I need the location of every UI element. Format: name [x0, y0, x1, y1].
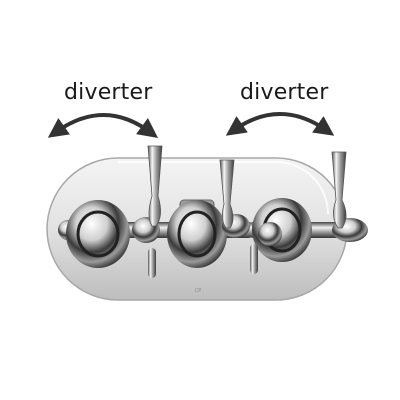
lever-left — [147, 145, 163, 227]
rotate-arrow-left-icon — [47, 113, 159, 138]
rotate-arrow-right-icon — [225, 112, 335, 136]
svg-text:CP: CP — [195, 288, 202, 294]
lever-center — [219, 159, 235, 229]
lever-right — [331, 151, 347, 229]
valve-right — [252, 198, 312, 262]
diverter-label-right: diverter — [240, 80, 329, 105]
diverter-label-left: diverter — [64, 80, 153, 105]
